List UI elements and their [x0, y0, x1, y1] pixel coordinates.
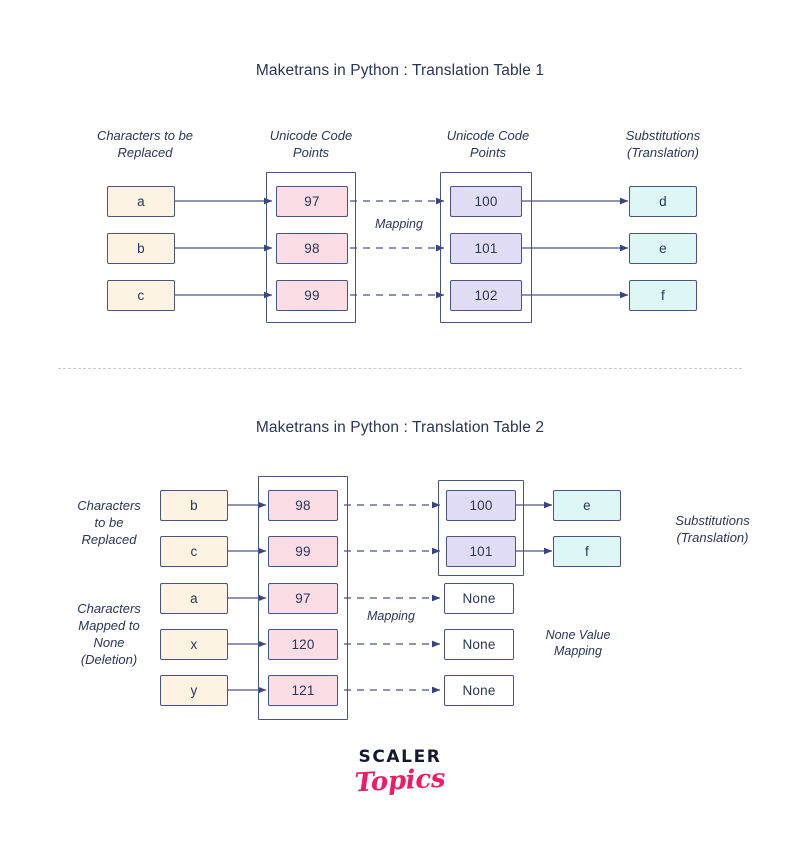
caption-substitutions: Substitutions(Translation): [625, 128, 701, 160]
d2-code-out-box-1: 101: [446, 536, 516, 567]
d1-code-out-box-1: 101: [450, 233, 522, 264]
d1-char-box-1: b: [107, 233, 175, 264]
diagram-2-output-code-frame: [438, 480, 524, 576]
d2-code-in-box-3: 120: [268, 629, 338, 660]
d2-char-box-2: a: [160, 583, 228, 614]
d2-char-box-4: y: [160, 675, 228, 706]
d2-code-in-box-4: 121: [268, 675, 338, 706]
d1-code-out-box-2: 102: [450, 280, 522, 311]
d1-subst-box-2: f: [629, 280, 697, 311]
d2-code-out-box-3: None: [444, 629, 514, 660]
d2-mapping-label: Mapping: [367, 609, 415, 623]
d2-code-in-box-0: 98: [268, 490, 338, 521]
diagram-2-input-code-frame: [258, 476, 348, 720]
d1-subst-box-0: d: [629, 186, 697, 217]
d1-code-in-box-2: 99: [276, 280, 348, 311]
diagram-2-title: Maketrans in Python : Translation Table …: [255, 419, 545, 436]
d2-code-out-box-2: None: [444, 583, 514, 614]
d2-code-in-box-1: 99: [268, 536, 338, 567]
d2-code-out-box-4: None: [444, 675, 514, 706]
caption-d2-substitutions: Substitutions(Translation): [675, 513, 750, 545]
d2-subst-box-0: e: [553, 490, 621, 521]
d1-code-in-box-0: 97: [276, 186, 348, 217]
d1-subst-box-1: e: [629, 233, 697, 264]
logo-scaler-text: SCALER: [358, 747, 442, 767]
d1-code-in-box-1: 98: [276, 233, 348, 264]
d2-char-box-3: x: [160, 629, 228, 660]
d2-char-box-0: b: [160, 490, 228, 521]
diagram-1-output-code-frame: [440, 172, 532, 323]
d1-char-box-2: c: [107, 280, 175, 311]
diagram-1-title: Maketrans in Python : Translation Table …: [255, 62, 545, 79]
d2-subst-box-1: f: [553, 536, 621, 567]
d1-code-out-box-0: 100: [450, 186, 522, 217]
d2-code-out-box-0: 100: [446, 490, 516, 521]
d1-char-box-0: a: [107, 186, 175, 217]
d2-char-box-1: c: [160, 536, 228, 567]
d2-code-in-box-2: 97: [268, 583, 338, 614]
section-divider: [58, 368, 742, 369]
scaler-topics-logo: SCALER Topics: [0, 747, 800, 799]
d1-mapping-label: Mapping: [375, 217, 423, 231]
diagram-1-input-code-frame: [266, 172, 356, 323]
